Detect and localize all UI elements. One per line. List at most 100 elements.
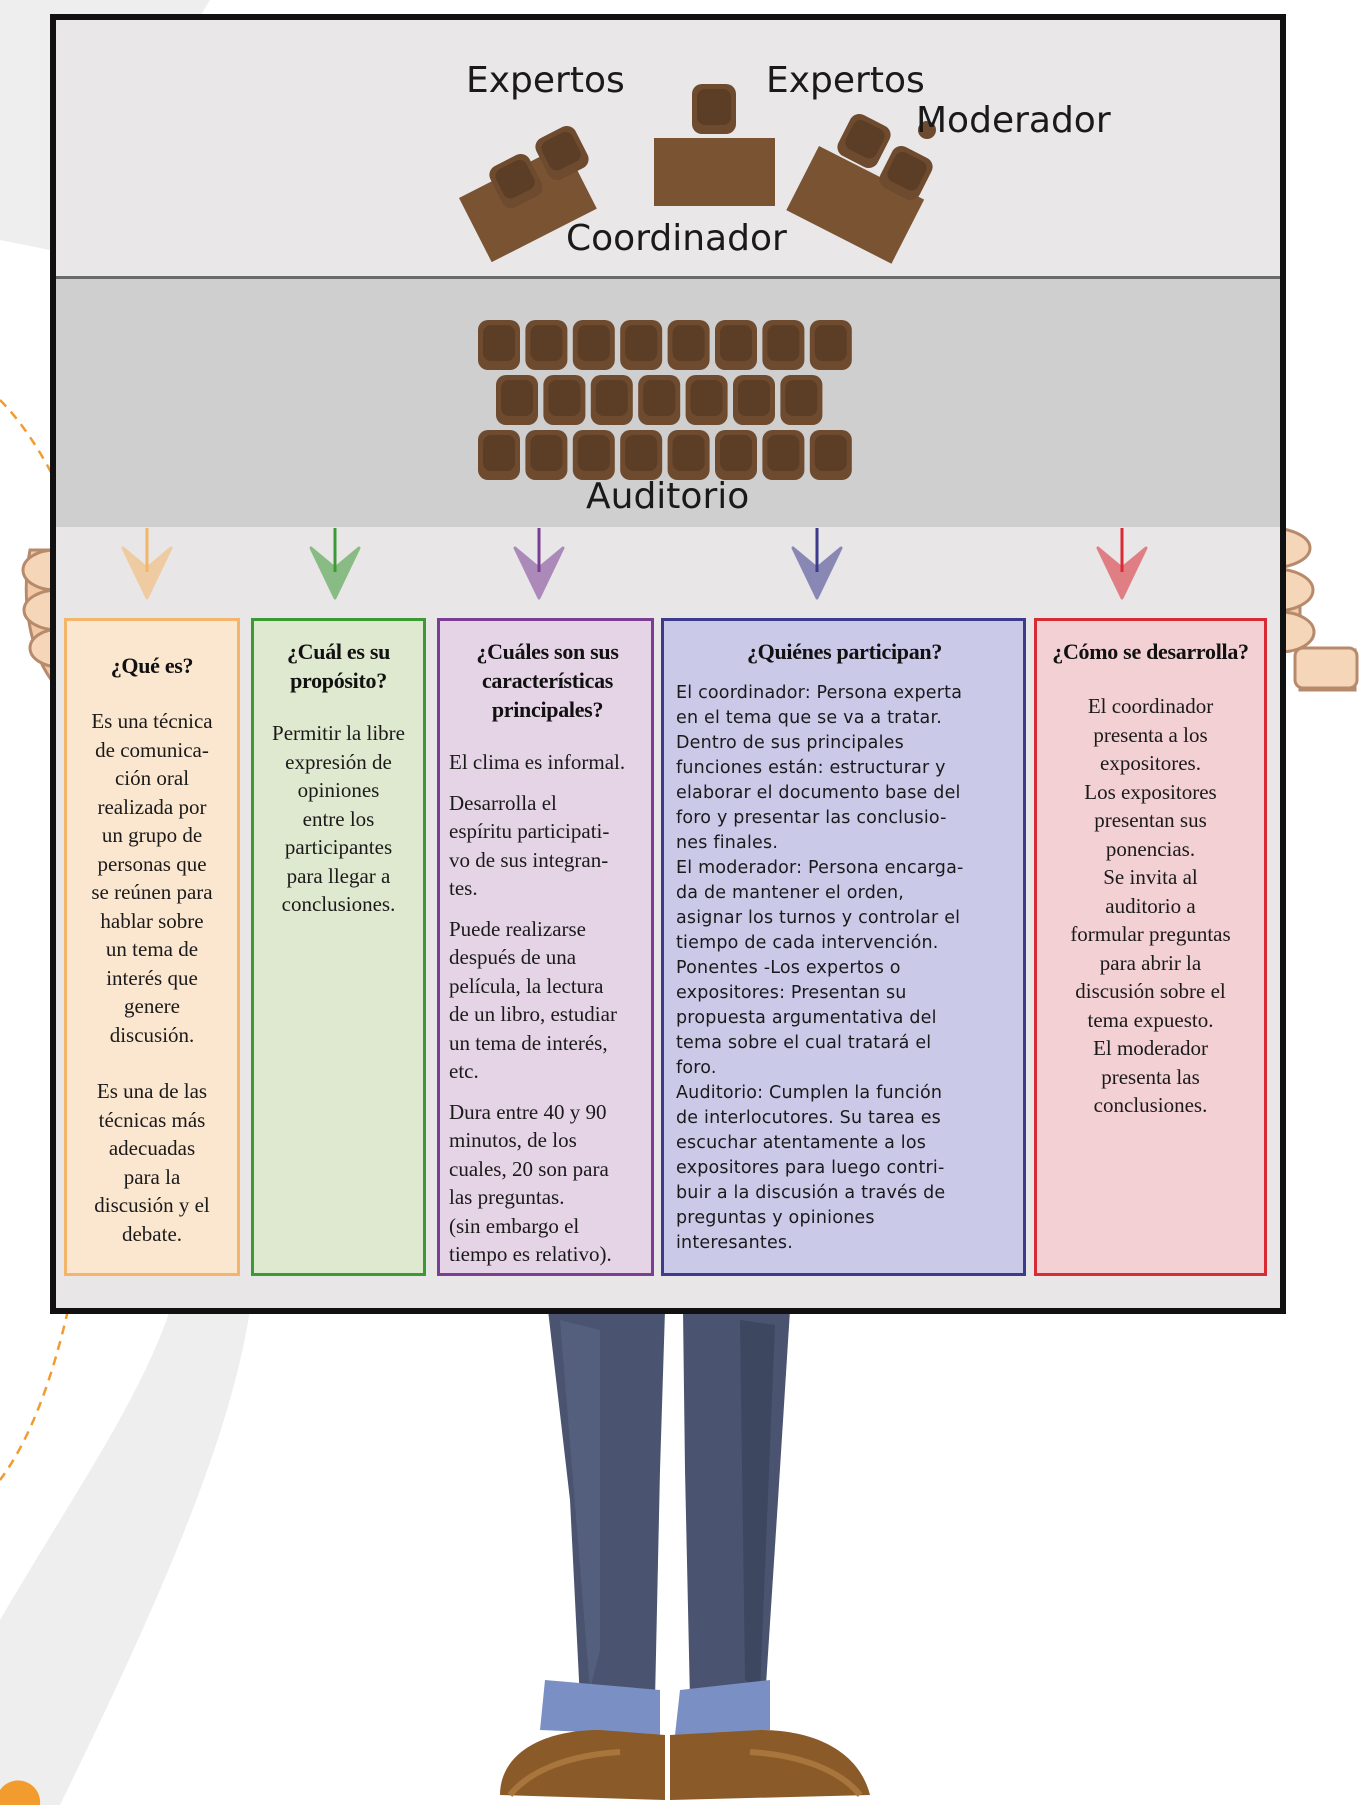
arrow-head [1096,546,1148,600]
audience-seat-shade [672,435,705,471]
label-expertos-left: Expertos [466,60,625,101]
expert-chair-shade [541,132,581,171]
audience-seat-shade [595,380,628,416]
expert-chair [837,113,891,169]
audience-seat-shade [720,325,752,361]
audience-seat-shade [501,380,533,416]
experts-table-right [786,146,925,264]
label-auditorio: Auditorio [586,476,750,517]
down-arrow-icon [513,528,565,600]
coordinator-chair [692,84,736,134]
audience-seat [667,320,710,370]
down-arrow-icon [309,528,361,600]
coordinator-chair-shade [697,89,731,125]
audience-seat [543,375,586,425]
audience-seat-shade [720,435,752,471]
forum-layout-diagram [121,84,1148,600]
audience-seat-shade [690,380,723,416]
audience-seat-shade [577,325,610,361]
audience-seat-shade [530,325,563,361]
audience-seat [525,430,568,480]
audience-seat [780,375,823,425]
column-heading: ¿Cuál es su propósito? [286,639,391,693]
moderator-seat-dot [918,121,936,139]
orange-dot [0,1780,41,1805]
down-arrow-icon [1096,528,1148,600]
arrow-head [513,546,565,600]
column-text: Desarrolla el espíritu participati- vo d… [449,790,610,901]
column-heading: ¿Cómo se desarrolla? [1052,639,1249,664]
column-heading: ¿Quiénes participan? [746,639,943,664]
arrow-head [121,546,173,600]
label-moderador: Moderador [916,100,1111,141]
audience-seat-shade [577,435,610,471]
audience-seat [733,375,775,425]
audience-seat-shade [548,380,581,416]
column-text: El coordinador presenta a los expositore… [1070,694,1231,1117]
expert-chair [489,153,543,209]
coordinator-table [654,138,775,206]
orange-dashed-curve-bottom [0,1309,70,1481]
expert-chair-shade [495,160,535,199]
grey-swoosh-lower [0,1310,250,1805]
column-heading: ¿Cuáles son sus características principa… [476,639,619,722]
column-text: El coordinador: Persona experta en el te… [676,683,964,1253]
column-participantes: ¿Quiénes participan? El coordinador: Per… [661,618,1026,1276]
down-arrow-icon [121,528,173,600]
column-text: Permitir la libre expresión de opiniones… [272,721,405,916]
forum-board: Expertos Expertos Moderador Coordinador … [50,14,1286,1314]
audience-seat [620,320,663,370]
audience-seat-shade [530,435,563,471]
audience-seat [478,320,520,370]
orange-dashed-curve-top [0,399,57,481]
audience-seat [809,320,852,370]
audience-seat [478,430,520,480]
column-que-es: ¿Qué es? Es una técnica de comunica- ció… [64,618,240,1276]
column-caracteristicas: ¿Cuáles son sus características principa… [437,618,654,1276]
audience-seat [638,375,681,425]
label-coordinador: Coordinador [566,218,787,259]
column-text: Dura entre 40 y 90 minutos, de los cuale… [449,1099,612,1267]
audience-seat-shade [738,380,770,416]
column-text: Es una de las técnicas más adecuadas par… [94,1079,210,1246]
audience-seat-shade [625,325,658,361]
column-heading: ¿Qué es? [110,653,194,678]
down-arrow-icon [791,528,843,600]
audience-seat [590,375,633,425]
label-expertos-right: Expertos [766,60,925,101]
column-proposito: ¿Cuál es su propósito? Permitir la libre… [251,618,426,1276]
audience-seat-shade [814,325,847,361]
expert-chair-shade [887,152,927,191]
audience-seat-shade [814,435,847,471]
audience-seat [809,430,852,480]
column-text: El clima es informal. [449,750,626,774]
audience-seat-shade [767,435,800,471]
expert-chair-shade [845,120,885,159]
audience-seat-shade [767,325,800,361]
column-desarrollo: ¿Cómo se desarrolla? El coordinador pres… [1034,618,1267,1276]
expert-chair [535,125,589,181]
audience-seat [496,375,538,425]
legs [500,1310,870,1800]
audience-seat [620,430,663,480]
audience-seat [762,320,805,370]
arrow-head [309,546,361,600]
audience-seat [525,320,568,370]
audience-seat [572,430,615,480]
expert-chair [879,145,933,201]
column-text: Puede realizarse después de una película… [449,916,617,1084]
audience-seat [572,320,615,370]
audience-seat-shade [625,435,658,471]
audience-seat-shade [672,325,705,361]
audience-seat [762,430,805,480]
audience-seat-shade [785,380,818,416]
audience-seat [685,375,728,425]
audience-seat [715,320,757,370]
audience-seat-shade [483,435,515,471]
column-text: Es una técnica de comunica- ción oral re… [91,709,213,1047]
audience-seat [667,430,710,480]
audience-seat [715,430,757,480]
audience-seat-shade [483,325,515,361]
audience-seat-shade [643,380,676,416]
arrow-head [791,546,843,600]
